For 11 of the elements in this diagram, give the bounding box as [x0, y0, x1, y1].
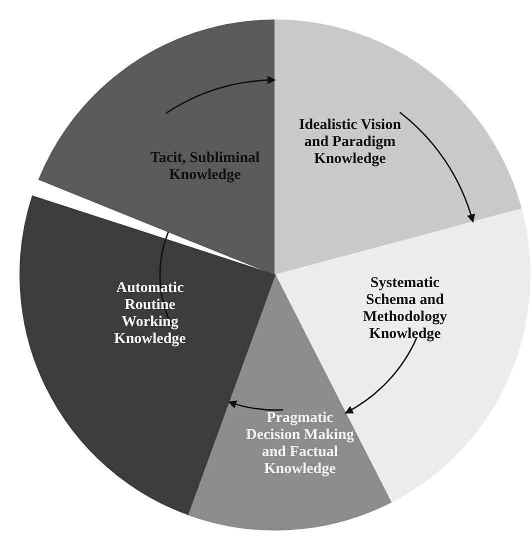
- spiral-arrow: [344, 338, 418, 414]
- spiral-arrow: [166, 76, 276, 114]
- pie-sector: [275, 20, 522, 275]
- sector-label: Idealistic Vision and Paradigm Knowledge: [298, 117, 402, 168]
- sector-label: Pragmatic Decision Making and Factual Knowledge: [245, 410, 355, 478]
- spiral-arrow: [399, 112, 475, 223]
- spiral-arrow: [228, 400, 284, 411]
- sector-label: Systematic Schema and Methodology Knowledge: [362, 274, 448, 343]
- sector-label: Automatic Routine Working Knowledge: [113, 280, 187, 348]
- sector-label: Tacit, Subliminal Knowledge: [150, 150, 260, 184]
- pie-sector: [38, 20, 275, 275]
